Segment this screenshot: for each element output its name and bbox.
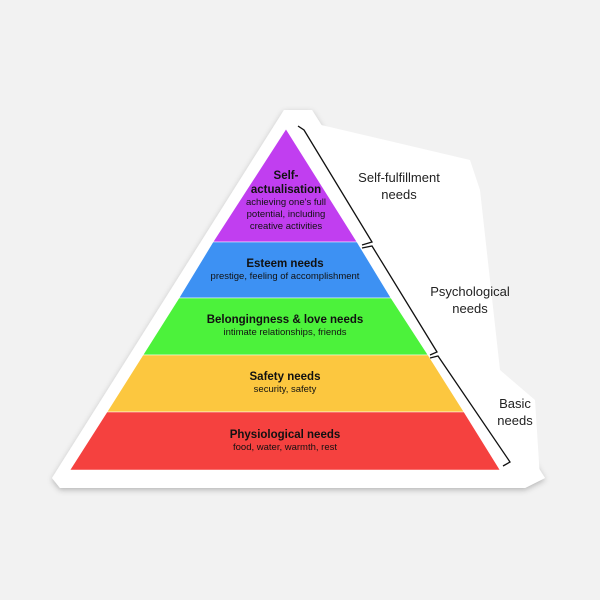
level-self-actualisation: Self-actualisation achieving one's full …	[224, 162, 348, 240]
level-description: prestige, feeling of accomplishment	[210, 271, 360, 282]
group-label-self-fulfillment: Self-fulfillment needs	[358, 170, 440, 202]
level-title: Belongingness & love needs	[206, 314, 364, 326]
level-title: Safety needs	[249, 371, 321, 383]
sticker-tab	[300, 120, 540, 478]
level-title: Physiological needs	[229, 429, 341, 441]
bracket-psychological	[361, 245, 438, 356]
group-label-basic: Basic needs	[497, 396, 533, 428]
level-safety: Safety needs security, safety	[150, 363, 420, 403]
level-esteem: Esteem needs prestige, feeling of accomp…	[180, 250, 390, 290]
level-description: food, water, warmth, rest	[232, 442, 337, 453]
group-label-psychological: Psychological needs	[430, 284, 510, 316]
level-description: intimate relationships, friends	[223, 327, 347, 338]
level-belongingness: Belongingness & love needs intimate rela…	[150, 306, 420, 346]
level-title: Esteem needs	[246, 258, 324, 270]
layer-physiological-shape	[69, 411, 501, 471]
bracket-self-fulfillment	[297, 125, 373, 246]
level-description: security, safety	[253, 384, 317, 395]
level-description: achieving one's full potential, includin…	[246, 197, 326, 232]
bracket-basic	[429, 355, 511, 467]
level-physiological: Physiological needs food, water, warmth,…	[150, 421, 420, 461]
level-title: Self-actualisation	[250, 170, 322, 196]
